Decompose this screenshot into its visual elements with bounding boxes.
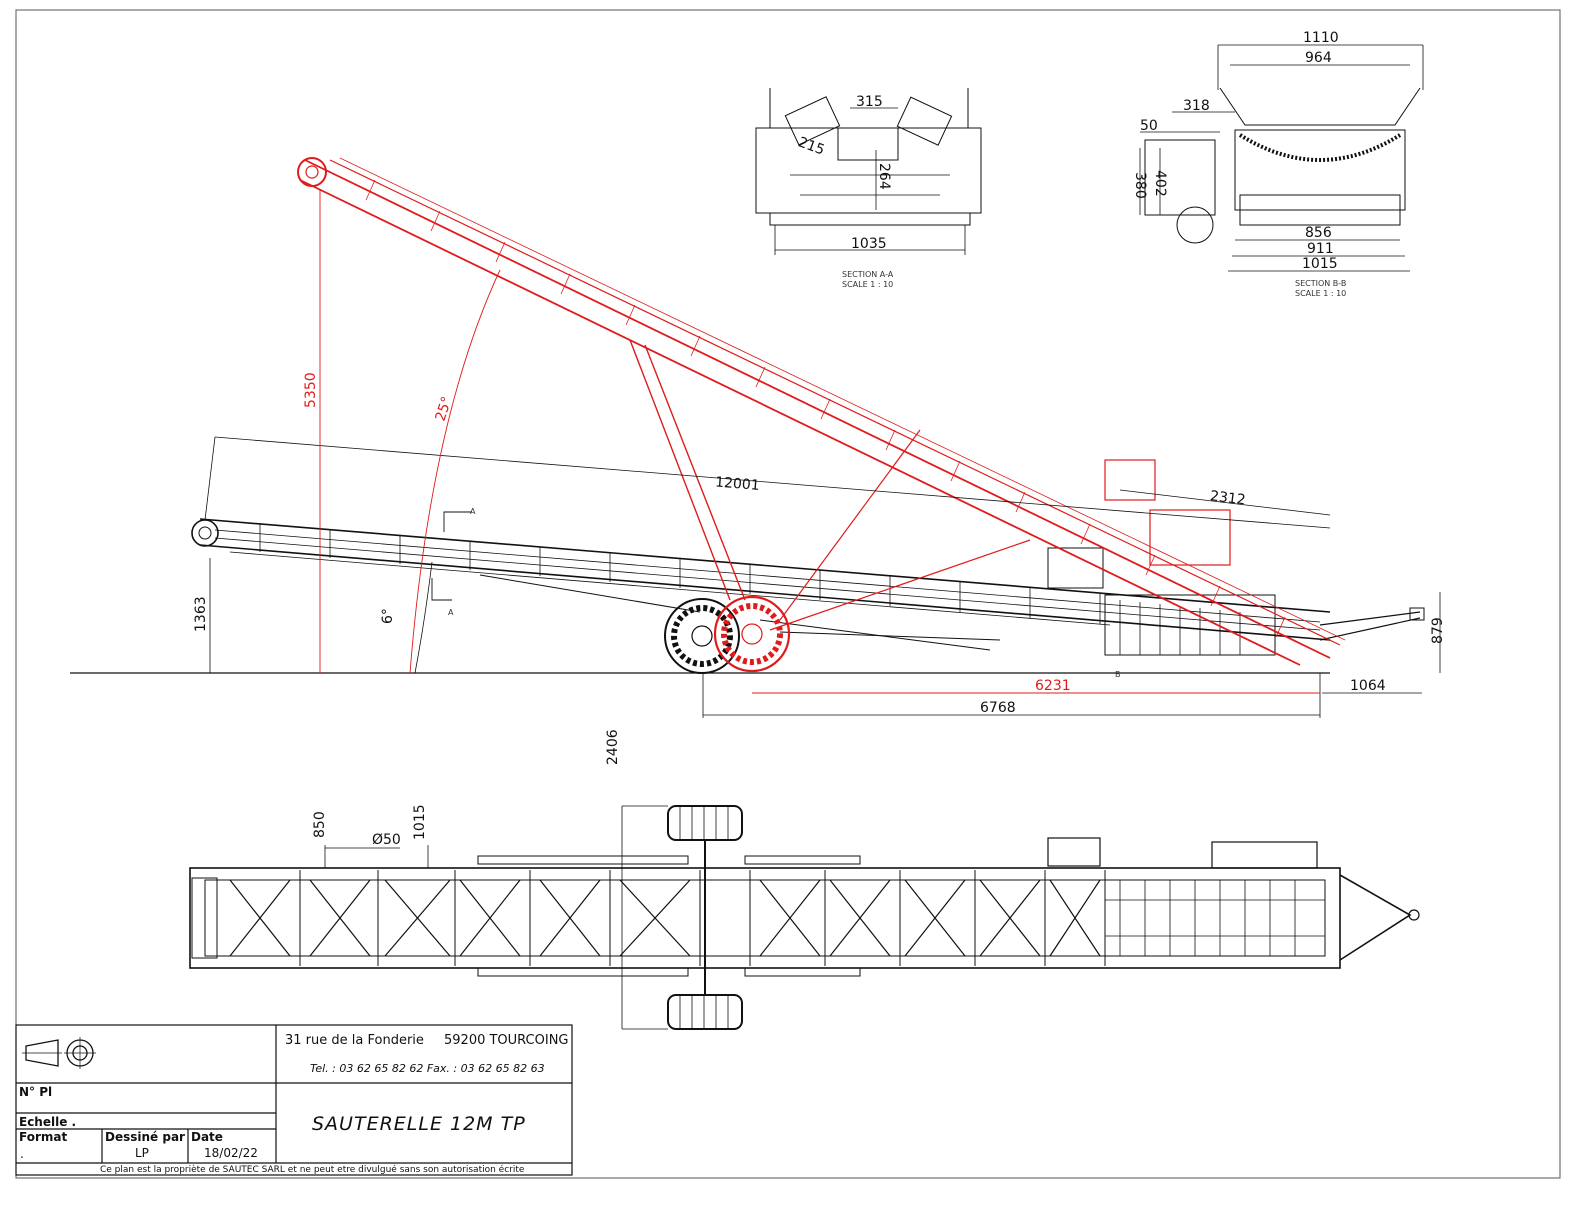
label-date: Date <box>191 1130 223 1144</box>
bb-dim-402: 402 <box>1152 170 1168 197</box>
title-block <box>15 1024 573 1176</box>
dim-12001: 12001 <box>715 474 761 493</box>
dim-6768: 6768 <box>980 700 1016 716</box>
dim-6231: 6231 <box>1035 678 1071 694</box>
bb-dim-856: 856 <box>1305 225 1332 241</box>
aa-dim-215: 215 <box>796 134 827 158</box>
bb-dim-318: 318 <box>1183 98 1210 114</box>
drawing-title: SAUTERELLE 12M TP <box>312 1113 526 1135</box>
aa-dim-264: 264 <box>876 163 892 190</box>
company-address: 31 rue de la Fonderie <box>285 1033 424 1048</box>
side-dimensions <box>204 436 1441 718</box>
top-view: 2406 850 Ø50 1015 <box>189 729 1420 1030</box>
dim-1064: 1064 <box>1350 678 1386 694</box>
section-aa-title: SECTION A-A <box>842 270 894 279</box>
section-marker-a-bottom: A <box>448 608 454 617</box>
raised-conveyor[interactable] <box>297 157 1346 673</box>
aa-dim-315: 315 <box>856 94 883 110</box>
section-bb-view: 1110 964 318 50 380 402 856 911 1015 SEC… <box>1132 30 1424 298</box>
side-dimensions-red <box>319 190 1320 694</box>
side-view: 12001 1363 6° 5350 25° 2312 879 1064 623… <box>70 157 1446 718</box>
label-scale: Echelle . <box>19 1115 76 1129</box>
bb-dim-380: 380 <box>1132 172 1148 199</box>
ownership-note: Ce plan est la propriète de SAUTEC SARL … <box>100 1164 525 1175</box>
label-drawn-by: Dessiné par <box>105 1130 185 1144</box>
bb-dim-1015: 1015 <box>1302 256 1338 272</box>
section-marker-a-top: A <box>470 507 476 516</box>
bb-dim-911: 911 <box>1307 241 1334 257</box>
top-dim-2406: 2406 <box>605 729 621 765</box>
section-cut-a <box>431 511 472 601</box>
label-format: Format <box>19 1130 67 1144</box>
company-tel-fax: Tel. : 03 62 65 82 62 Fax. : 03 62 65 82… <box>310 1062 545 1075</box>
value-drawn-by: LP <box>135 1146 149 1160</box>
section-aa-scale: SCALE 1 : 10 <box>842 280 893 289</box>
company-city: 59200 TOURCOING <box>444 1033 569 1048</box>
value-date: 18/02/22 <box>204 1146 258 1160</box>
label-plan-no: N° Pl <box>19 1085 52 1099</box>
bb-dim-50: 50 <box>1140 118 1158 134</box>
top-dim-850: 850 <box>312 811 328 838</box>
section-bb-scale: SCALE 1 : 10 <box>1295 289 1346 298</box>
lowered-conveyor <box>191 518 1425 674</box>
value-format: . <box>20 1147 24 1161</box>
section-marker-b: B <box>1115 670 1121 679</box>
section-aa-view: 315 215 264 1035 SECTION A-A SCALE 1 : 1… <box>755 88 982 289</box>
dim-25-degrees: 25° <box>433 395 456 424</box>
projection-symbol-icon <box>22 1037 96 1069</box>
dim-1363: 1363 <box>193 596 209 632</box>
top-dim-1015: 1015 <box>412 804 428 840</box>
dim-879: 879 <box>1430 617 1446 644</box>
aa-dim-1035: 1035 <box>851 236 887 252</box>
dim-2312: 2312 <box>1209 488 1246 508</box>
bb-dim-964: 964 <box>1305 50 1332 66</box>
top-dim-diameter-50: Ø50 <box>372 832 401 848</box>
section-bb-title: SECTION B-B <box>1295 279 1346 288</box>
dim-5350: 5350 <box>303 372 319 408</box>
bb-dim-1110: 1110 <box>1303 30 1339 46</box>
dim-6-degrees: 6° <box>380 608 396 624</box>
drawing-frame <box>15 9 1561 1179</box>
